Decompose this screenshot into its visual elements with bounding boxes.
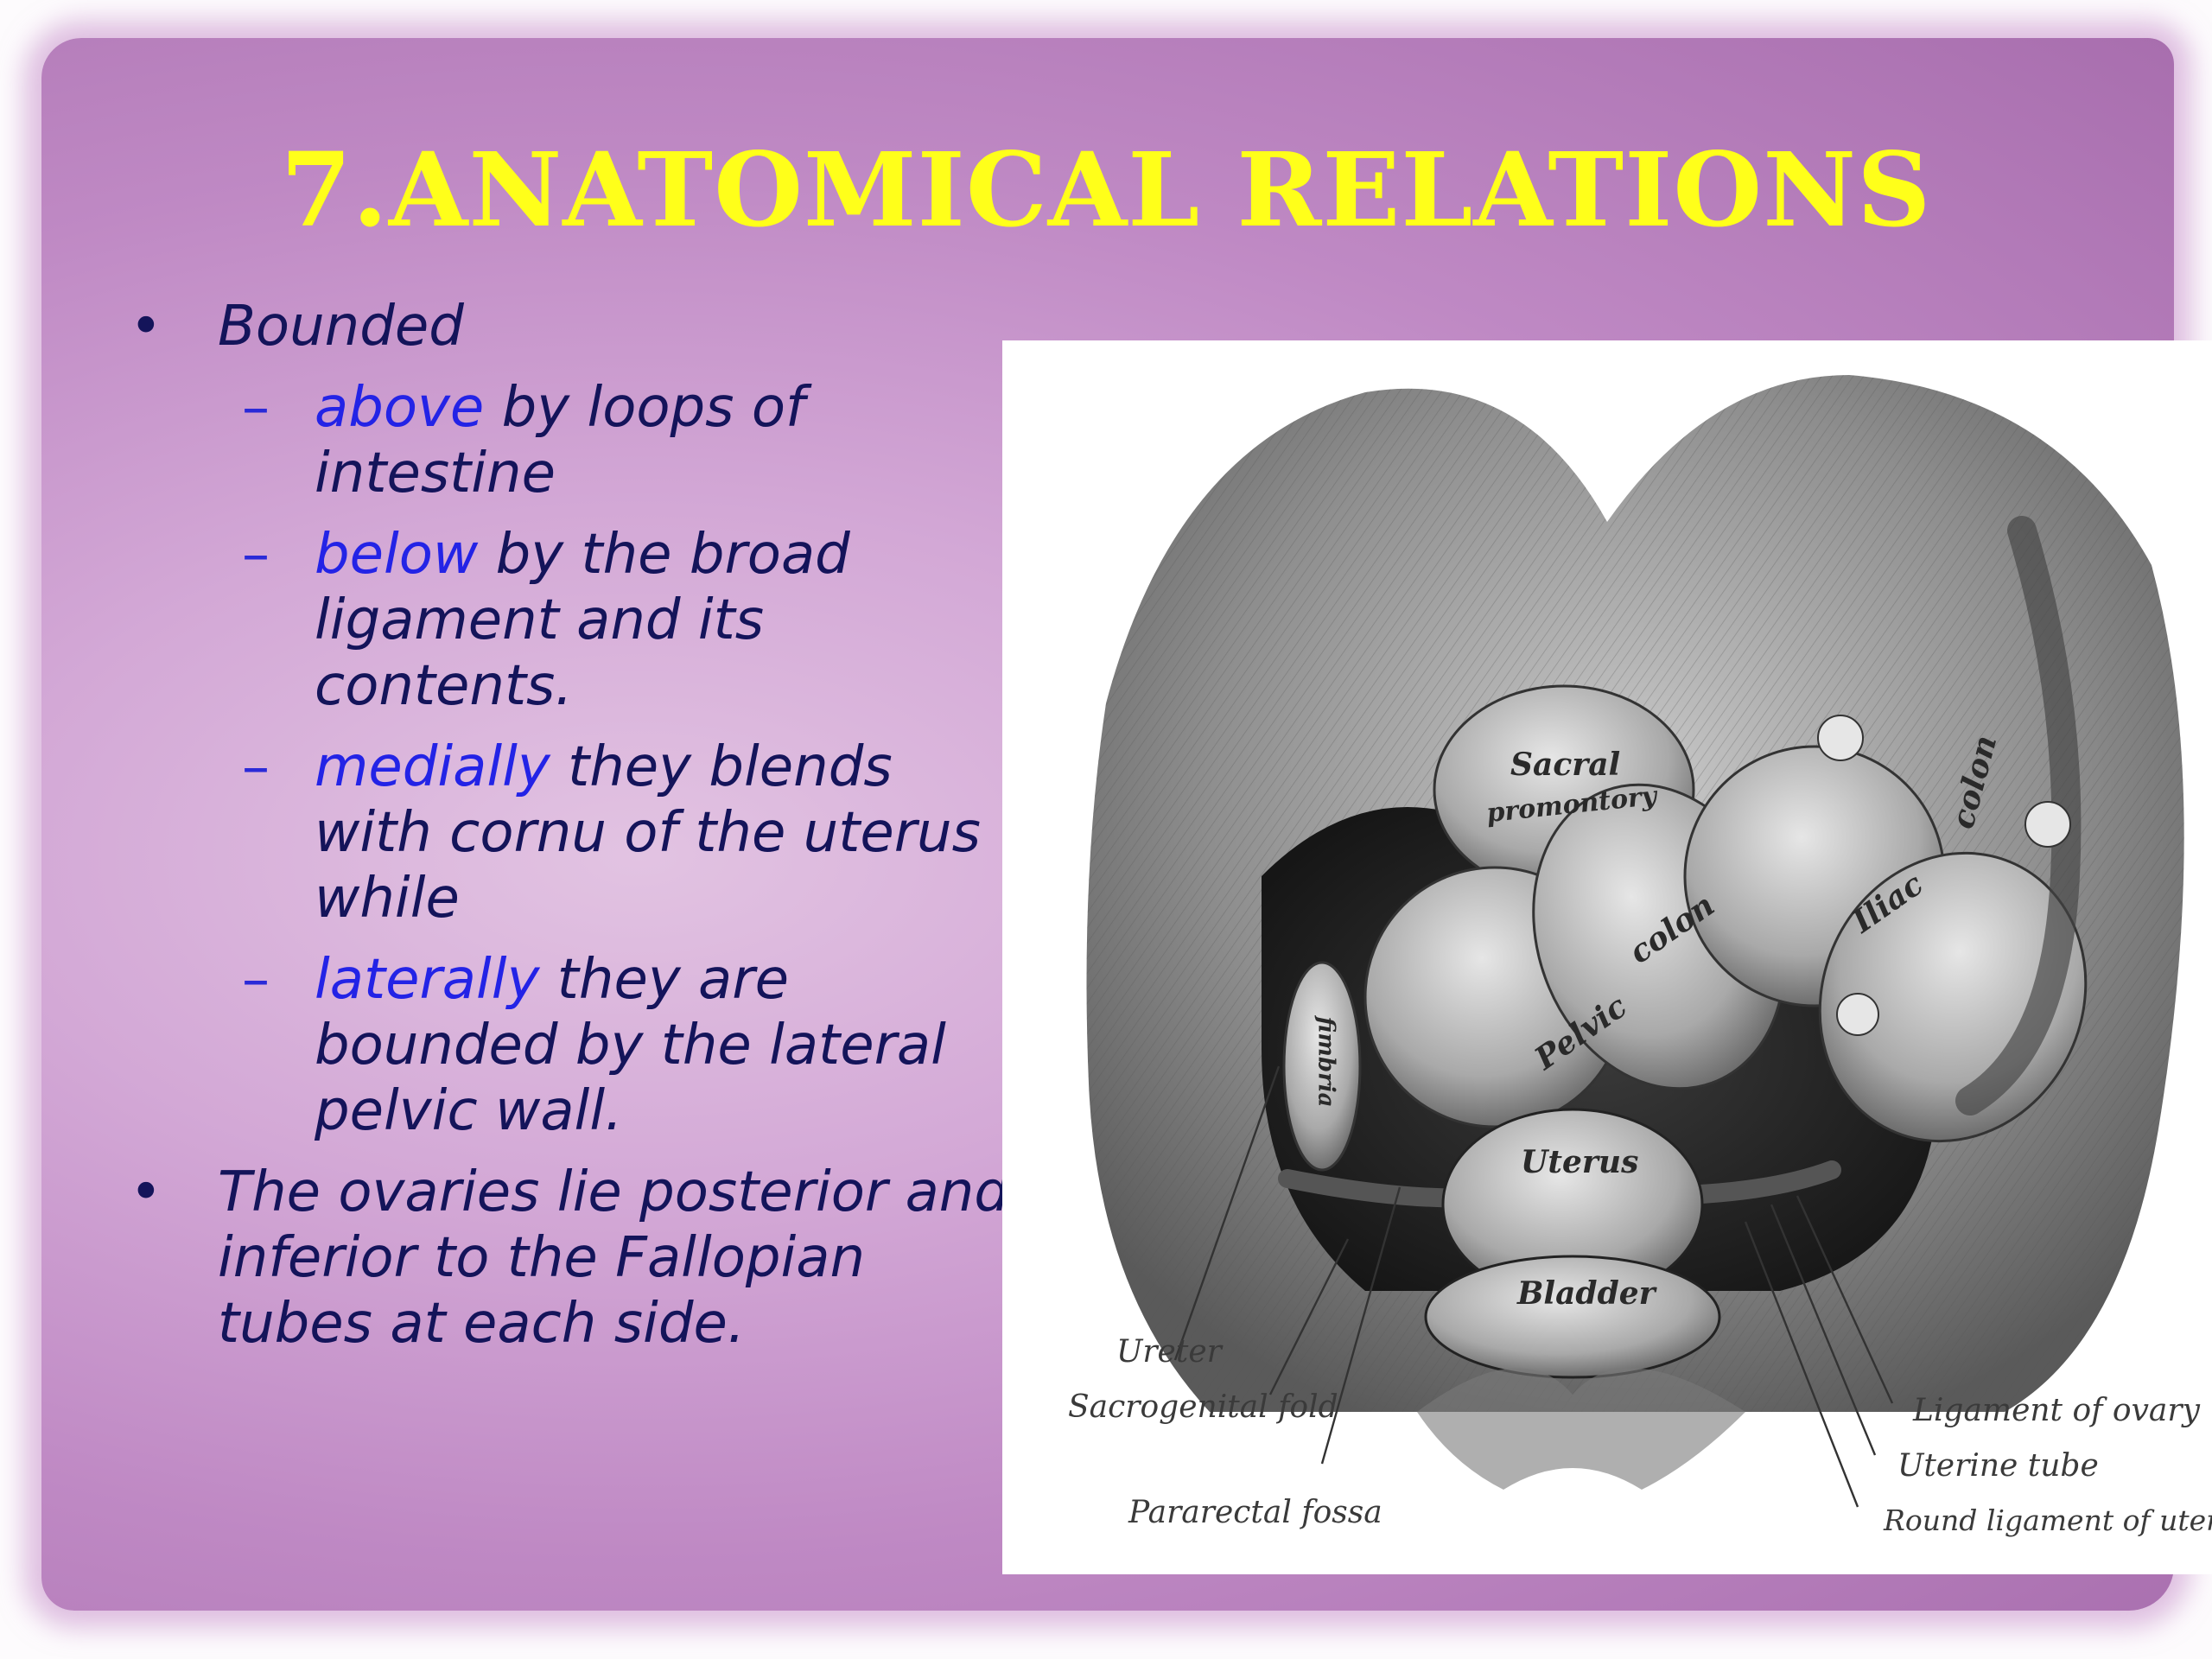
sub-bullet-laterally: – laterally they are bounded by the late…: [121, 947, 1020, 1144]
leader-line-round-ligament: [1744, 1221, 1859, 1508]
appendix-epiploica: [1817, 715, 1864, 761]
sub-bullet-below: – below by the broad ligament and its co…: [121, 522, 1020, 719]
bullet-item-ovaries: • The ovaries lie posterior and inferior…: [121, 1160, 1020, 1357]
sub-bullet-text: they blends with cornu of the uterus whi…: [315, 735, 981, 931]
caption-sacrogenital-fold: Sacrogenital fold: [1068, 1389, 1338, 1425]
sub-bullet-medially: – medially they blends with cornu of the…: [121, 734, 1020, 931]
perineal-folds: [1417, 1368, 1745, 1490]
anatomical-illustration: Sacral promontory Pelvic colon Iliac col…: [1002, 340, 2212, 1574]
leader-line-ureter: [1173, 1065, 1281, 1361]
keyword-below: below: [315, 523, 479, 587]
caption-ureter: Ureter: [1116, 1334, 1222, 1370]
dash-marker: –: [242, 523, 270, 587]
caption-pararectal-fossa: Pararectal fossa: [1128, 1495, 1382, 1530]
sub-bullet-text: they are bounded by the lateral pelvic w…: [315, 948, 946, 1143]
keyword-medially: medially: [315, 735, 550, 799]
caption-round-ligament-of-uterus: Round ligament of uterus: [1884, 1503, 2212, 1537]
label-uterus: Uterus: [1521, 1144, 1639, 1180]
keyword-above: above: [315, 376, 485, 440]
leader-line-uterine-tube: [1770, 1204, 1877, 1456]
leader-line-sacrogenital: [1268, 1238, 1350, 1395]
dash-marker: –: [242, 948, 270, 1012]
label-fimbria: fimbria: [1313, 1016, 1339, 1108]
bullet-text: Bounded: [218, 295, 464, 359]
dash-marker: –: [242, 735, 270, 799]
appendix-epiploica: [2024, 801, 2071, 848]
sub-bullet-text: by the broad ligament and its contents.: [315, 523, 850, 718]
bullet-text: The ovaries lie posterior and inferior t…: [218, 1160, 1009, 1356]
caption-ligament-of-ovary: Ligament of ovary: [1913, 1393, 2200, 1428]
leader-line-pararectal: [1320, 1186, 1402, 1465]
pelvis-drawing: [1086, 375, 2184, 1508]
bullet-marker: •: [130, 1160, 162, 1224]
iliac-colon-band: [1955, 516, 2082, 1116]
label-sacral: Sacral: [1510, 747, 1621, 783]
leader-line-ligament-ovary: [1796, 1195, 1894, 1404]
slide-title: 7.ANATOMICAL RELATIONS: [280, 130, 1932, 250]
sub-bullet-above: – above by loops of intestine: [121, 375, 1020, 506]
bullet-marker: •: [130, 295, 162, 359]
appendix-epiploica: [1836, 993, 1879, 1036]
bullet-item-bounded: • Bounded: [121, 294, 1020, 359]
sub-bullet-text: by loops of intestine: [315, 376, 805, 505]
left-ovary: [1282, 961, 1362, 1172]
caption-uterine-tube: Uterine tube: [1897, 1448, 2099, 1484]
label-bladder: Bladder: [1517, 1275, 1656, 1312]
bladder: [1424, 1255, 1721, 1379]
bullet-list: • Bounded – above by loops of intestine …: [121, 294, 1020, 1372]
keyword-laterally: laterally: [315, 948, 540, 1012]
dash-marker: –: [242, 376, 270, 440]
